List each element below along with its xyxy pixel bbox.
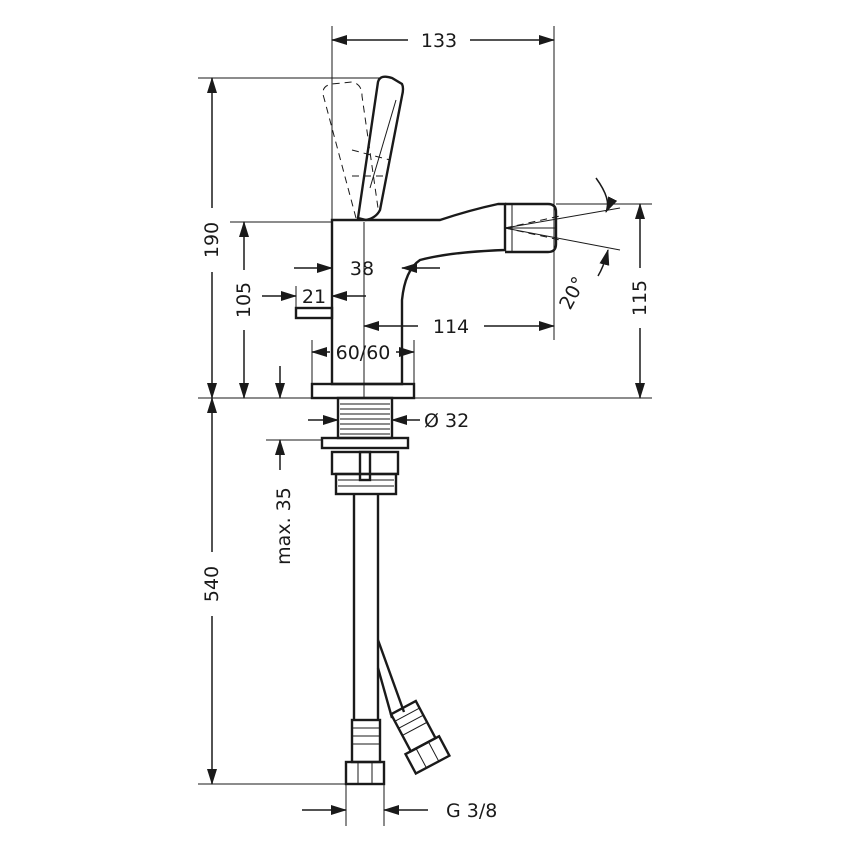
dimension-labels: 133 190 105 115 38 21 114 60/60 20° Ø 32… xyxy=(201,30,651,822)
handle-ghost-line xyxy=(351,149,391,161)
dim-diameter-32: Ø 32 xyxy=(424,410,469,432)
thread-lines xyxy=(340,403,390,435)
dim-60-60: 60/60 xyxy=(336,342,391,364)
handle-lever xyxy=(356,75,405,222)
dim-190: 190 xyxy=(201,222,223,258)
dim-38: 38 xyxy=(350,258,374,280)
hose-fitting-left xyxy=(344,718,386,786)
dim-20deg: 20° xyxy=(555,273,590,313)
dim-max-35: max. 35 xyxy=(273,487,295,565)
spout-spray-b xyxy=(504,215,561,229)
base-plate xyxy=(310,382,416,400)
mounting-nut xyxy=(330,450,400,476)
washer xyxy=(320,436,410,450)
dim-g38: G 3/8 xyxy=(446,800,497,822)
spout-spray-a xyxy=(504,227,561,241)
hose-fitting-right xyxy=(389,699,452,776)
handle-inner-line xyxy=(369,99,397,189)
dim-540: 540 xyxy=(201,566,223,602)
body-outline xyxy=(330,202,507,386)
nut-screw xyxy=(358,450,372,482)
pop-up-rod xyxy=(294,306,334,320)
hose-right-b xyxy=(376,667,394,719)
dim-133: 133 xyxy=(421,30,457,52)
handle-ghost xyxy=(322,81,379,219)
nut-lower xyxy=(334,472,398,496)
dimension-lines xyxy=(198,26,652,826)
nut-lines xyxy=(338,479,394,487)
dim-105: 105 xyxy=(233,282,255,318)
dim-114: 114 xyxy=(433,316,469,338)
dim-115: 115 xyxy=(629,280,651,316)
dim-21: 21 xyxy=(302,286,326,308)
hose-right-a xyxy=(376,639,406,713)
